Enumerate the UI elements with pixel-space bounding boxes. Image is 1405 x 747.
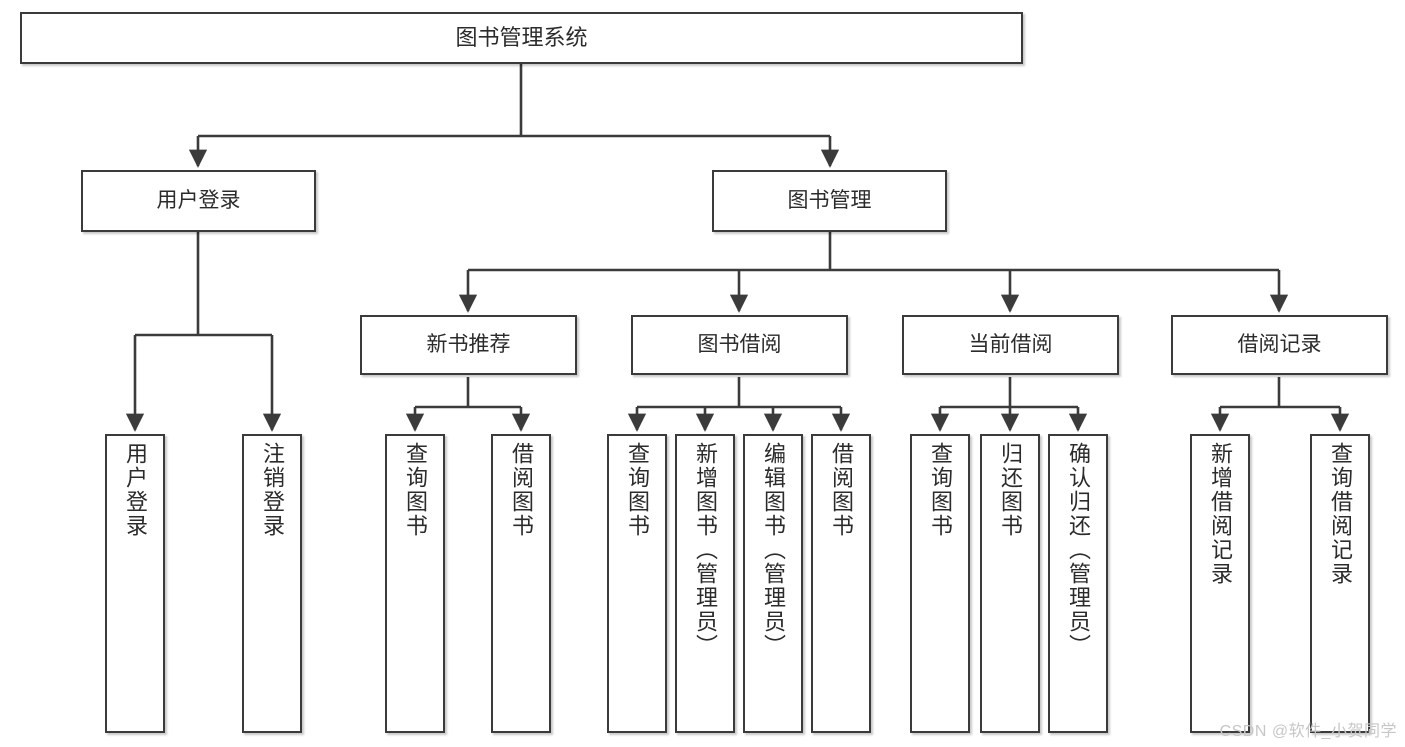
- node-label: 用户登录: [123, 442, 148, 538]
- node-book-management-system[interactable]: 图书管理系统: [20, 12, 1023, 64]
- node-label: 借阅记录: [1237, 333, 1322, 357]
- node-label: 注销登录: [260, 442, 285, 538]
- node-label: 查询借阅记录: [1328, 442, 1353, 586]
- node-label: 新书推荐: [426, 333, 511, 357]
- csdn-watermark: CSDN @软件_小贺同学: [1219, 723, 1397, 740]
- leaf-add-book-admin[interactable]: 新增图书（管理员）: [675, 434, 735, 733]
- node-label: 确认归还（管理员）: [1066, 442, 1091, 658]
- node-borrow-record[interactable]: 借阅记录: [1171, 315, 1388, 375]
- leaf-return-book[interactable]: 归还图书: [980, 434, 1040, 733]
- node-label: 图书借阅: [697, 333, 782, 357]
- leaf-logout-login[interactable]: 注销登录: [242, 434, 302, 733]
- node-book-borrow[interactable]: 图书借阅: [631, 315, 848, 375]
- node-label: 查询图书: [928, 442, 953, 538]
- leaf-user-login[interactable]: 用户登录: [105, 434, 165, 733]
- node-label: 编辑图书（管理员）: [761, 442, 786, 658]
- node-label: 查询图书: [625, 442, 650, 538]
- node-label: 新增图书（管理员）: [693, 442, 718, 658]
- node-label: 新增借阅记录: [1208, 442, 1233, 586]
- leaf-add-borrow-record[interactable]: 新增借阅记录: [1190, 434, 1250, 733]
- node-label: 借阅图书: [509, 442, 534, 538]
- node-label: 借阅图书: [829, 442, 854, 538]
- node-label: 当前借阅: [968, 333, 1053, 357]
- node-label: 查询图书: [403, 442, 428, 538]
- leaf-query-book-borrow[interactable]: 查询图书: [607, 434, 667, 733]
- node-new-book-recommend[interactable]: 新书推荐: [360, 315, 577, 375]
- leaf-query-borrow-record[interactable]: 查询借阅记录: [1310, 434, 1370, 733]
- leaf-borrow-book-recommend[interactable]: 借阅图书: [491, 434, 551, 733]
- leaf-edit-book-admin[interactable]: 编辑图书（管理员）: [743, 434, 803, 733]
- node-label: 用户登录: [156, 189, 241, 213]
- leaf-borrow-book[interactable]: 借阅图书: [811, 434, 871, 733]
- node-label: 图书管理: [787, 189, 872, 213]
- node-user-login[interactable]: 用户登录: [81, 170, 316, 232]
- node-label: 归还图书: [998, 442, 1023, 538]
- leaf-query-book-current[interactable]: 查询图书: [910, 434, 970, 733]
- leaf-query-book-recommend[interactable]: 查询图书: [385, 434, 445, 733]
- node-book-management[interactable]: 图书管理: [712, 170, 947, 232]
- leaf-confirm-return-admin[interactable]: 确认归还（管理员）: [1048, 434, 1108, 733]
- node-label: 图书管理系统: [455, 24, 588, 50]
- node-current-borrow[interactable]: 当前借阅: [902, 315, 1119, 375]
